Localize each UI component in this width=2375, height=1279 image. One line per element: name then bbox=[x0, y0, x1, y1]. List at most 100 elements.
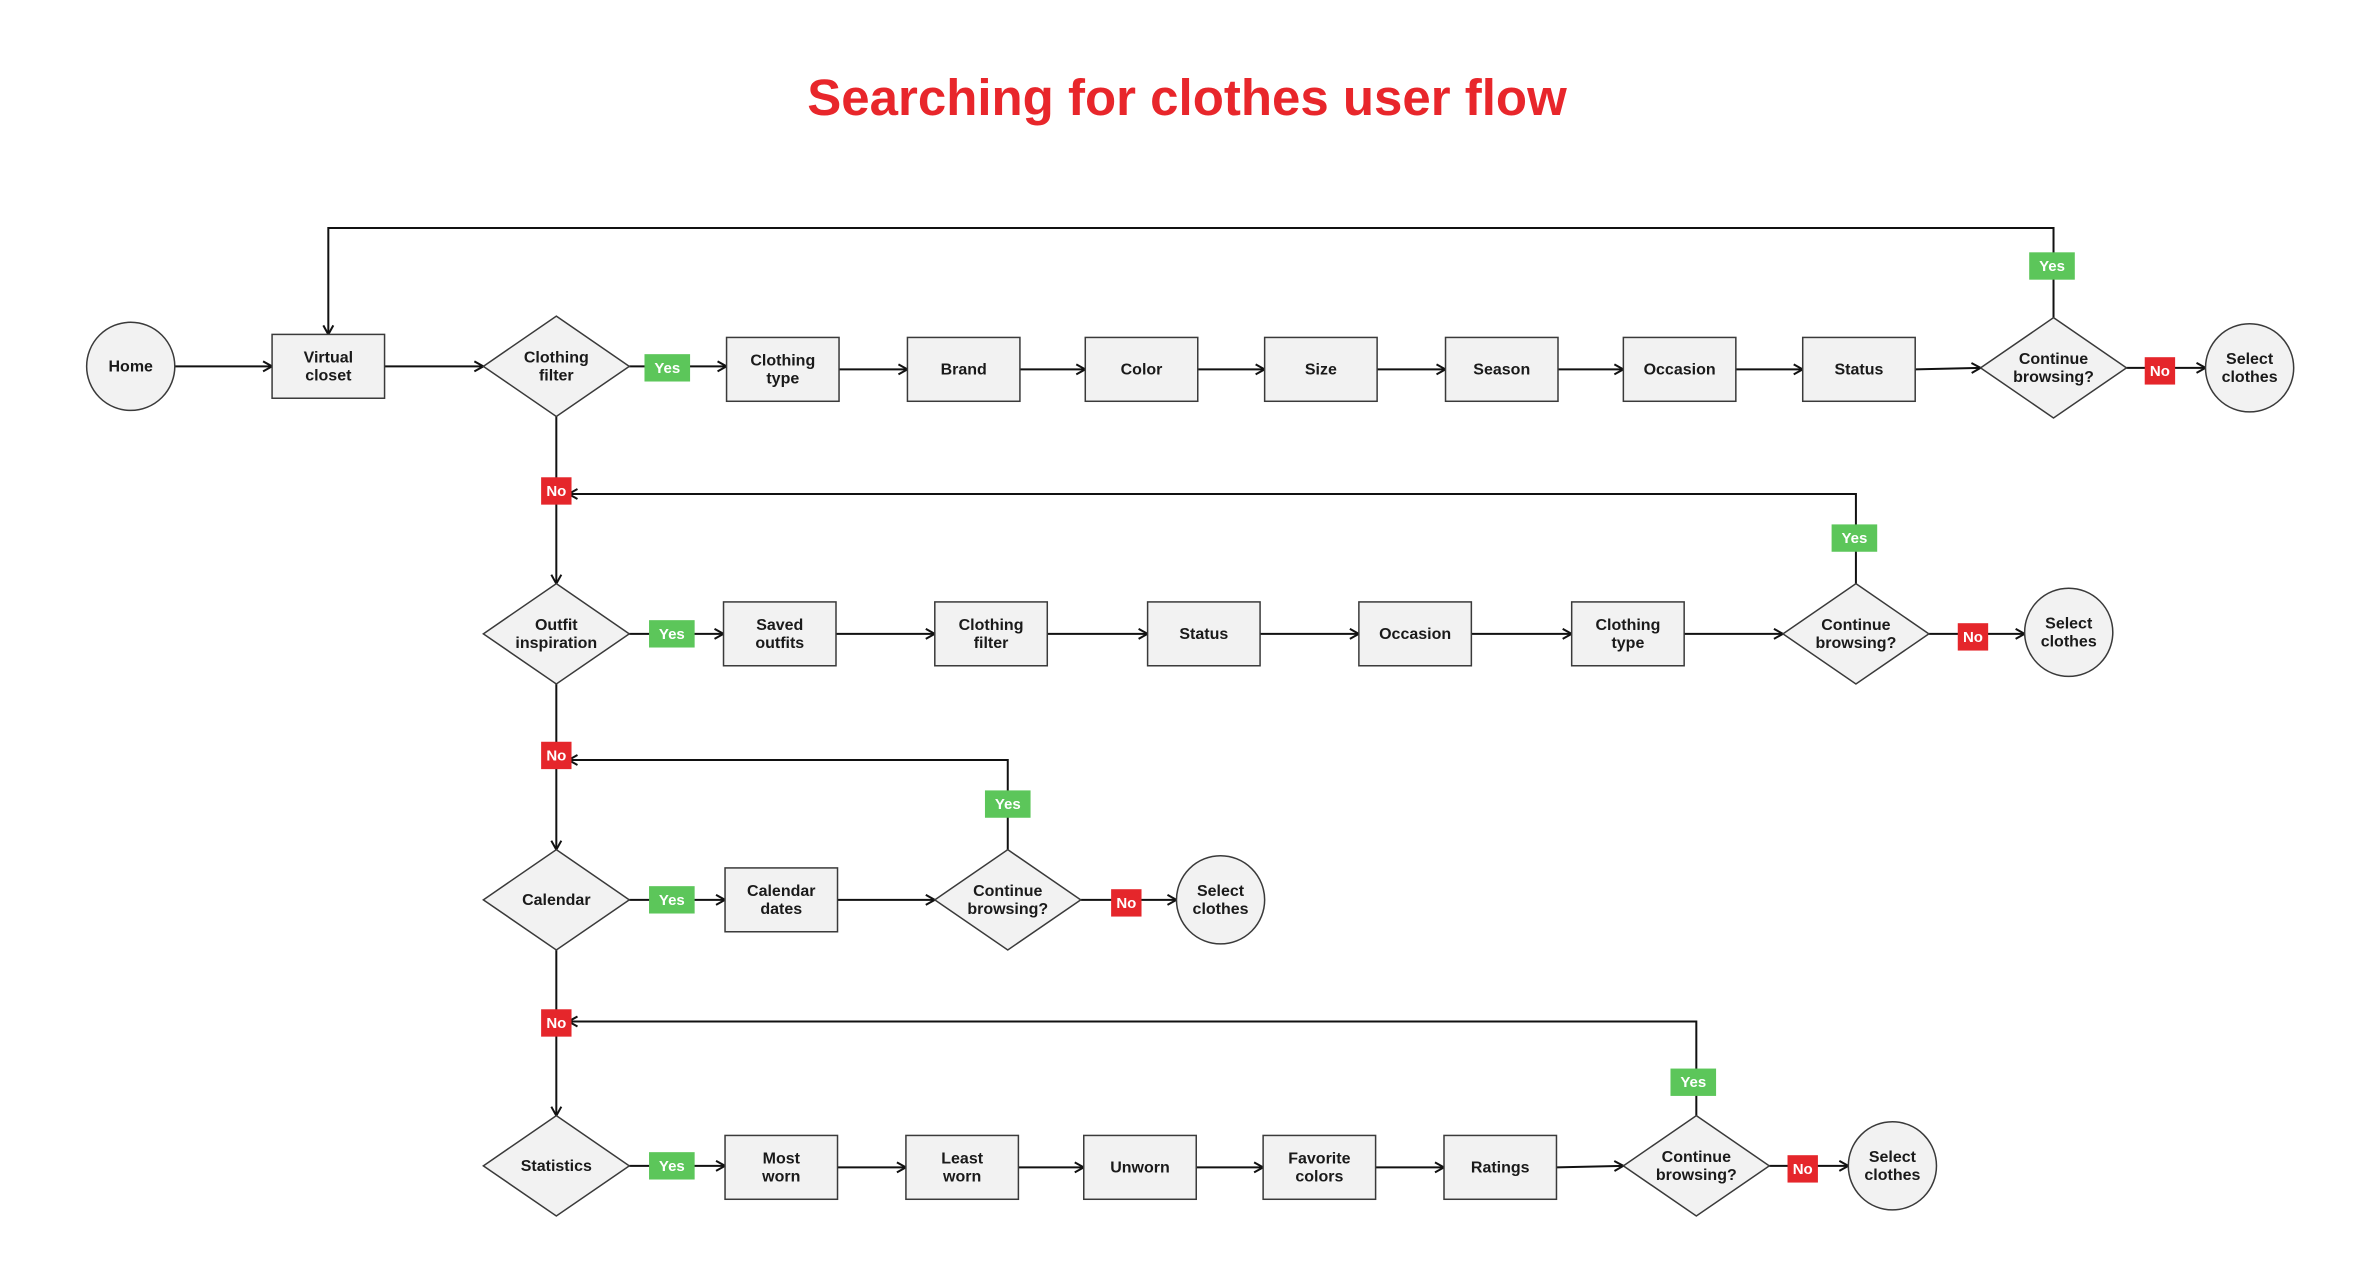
no-tag-label: No bbox=[2150, 363, 2170, 380]
no-tag-label: No bbox=[1116, 895, 1136, 912]
statistics-decision: Statistics bbox=[482, 1114, 631, 1217]
r2-status-step: Status bbox=[1146, 601, 1261, 667]
r1-season-step: Season bbox=[1444, 336, 1559, 403]
yes-tag-label: Yes bbox=[1841, 530, 1867, 547]
no-tag: No bbox=[1957, 623, 1989, 651]
yes-tag-label: Yes bbox=[654, 360, 680, 377]
no-tag: No bbox=[2144, 357, 2176, 385]
no-tag: No bbox=[1111, 889, 1142, 917]
r1-color-step: Color bbox=[1084, 336, 1199, 403]
loop-back-line bbox=[328, 227, 2055, 334]
r2-status-label: Status bbox=[1179, 626, 1228, 643]
no-tag: No bbox=[541, 741, 572, 770]
calendar-label: Calendar bbox=[522, 892, 590, 909]
r1-brand-label: Brand bbox=[941, 361, 987, 378]
yes-tag: Yes bbox=[649, 886, 695, 914]
r1-occasion-step: Occasion bbox=[1622, 336, 1737, 403]
yes-tag: Yes bbox=[649, 620, 695, 648]
r1-status-step: Status bbox=[1801, 336, 1916, 403]
yes-tag: Yes bbox=[644, 354, 691, 382]
r4-ratings-label: Ratings bbox=[1471, 1159, 1530, 1176]
home-label: Home bbox=[108, 358, 153, 375]
statistics-label: Statistics bbox=[521, 1158, 592, 1175]
r1-color-label: Color bbox=[1121, 361, 1163, 378]
loop-back-line bbox=[568, 760, 1009, 850]
loop-back-line bbox=[568, 494, 1857, 584]
r1-size-label: Size bbox=[1305, 361, 1337, 378]
r1-size-step: Size bbox=[1263, 336, 1378, 403]
loop-back-line bbox=[568, 1021, 1698, 1116]
no-tag-label: No bbox=[1793, 1161, 1813, 1178]
yes-tag: Yes bbox=[1831, 524, 1878, 552]
yes-tag: Yes bbox=[984, 790, 1031, 818]
r1-status-label: Status bbox=[1835, 361, 1884, 378]
connector-arrow bbox=[1556, 1166, 1623, 1168]
no-tag: No bbox=[1787, 1155, 1818, 1183]
r1-season-label: Season bbox=[1473, 361, 1530, 378]
no-tag-label: No bbox=[546, 747, 566, 764]
no-tag-label: No bbox=[546, 483, 566, 500]
yes-tag-label: Yes bbox=[659, 626, 685, 643]
r1-occasion-label: Occasion bbox=[1644, 361, 1716, 378]
r2-occasion-label: Occasion bbox=[1379, 626, 1451, 643]
yes-tag-label: Yes bbox=[1680, 1074, 1706, 1091]
yes-tag-label: Yes bbox=[995, 796, 1021, 813]
r4-ratings-step: Ratings bbox=[1443, 1134, 1558, 1201]
yes-tag: Yes bbox=[649, 1152, 695, 1180]
no-tag: No bbox=[541, 477, 572, 505]
r4-unworn-label: Unworn bbox=[1110, 1159, 1170, 1176]
no-tag-label: No bbox=[1963, 629, 1983, 646]
yes-tag: Yes bbox=[1670, 1068, 1717, 1096]
page-title: Searching for clothes user flow bbox=[807, 69, 1567, 126]
connector-arrow bbox=[1915, 368, 1980, 370]
calendar-decision: Calendar bbox=[482, 848, 631, 951]
home-terminal: Home bbox=[85, 321, 176, 412]
r4-unworn-step: Unworn bbox=[1083, 1134, 1197, 1201]
no-tag: No bbox=[541, 1009, 572, 1037]
yes-tag: Yes bbox=[2029, 252, 2075, 280]
r2-occasion-step: Occasion bbox=[1358, 601, 1473, 667]
yes-tag-label: Yes bbox=[2039, 258, 2065, 275]
yes-tag-label: Yes bbox=[659, 892, 685, 909]
no-tag-label: No bbox=[546, 1015, 566, 1032]
